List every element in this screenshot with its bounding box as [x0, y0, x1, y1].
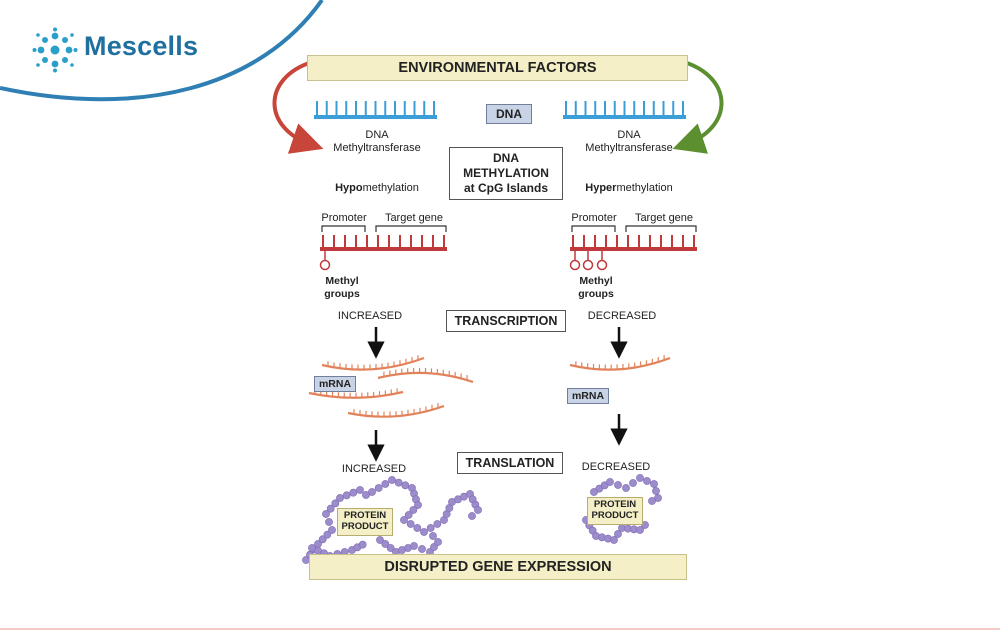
right-target-gene-label: Target gene [634, 212, 694, 224]
methylation-line-1: DNA [493, 151, 519, 165]
left-promoter-bracket [321, 225, 366, 232]
left-promoter-label: Promoter [321, 212, 367, 224]
left-target-gene-label: Target gene [384, 212, 444, 224]
right-promoter-bracket [571, 225, 616, 232]
left-methyl-group [319, 259, 331, 271]
right-target-bracket [625, 225, 697, 232]
left-transcription-level: INCREASED [337, 310, 403, 322]
right-methyl-group [569, 259, 581, 271]
dna-label: DNA [486, 104, 532, 124]
protein-chain [582, 516, 649, 544]
header-swoosh [0, 0, 324, 102]
molecule-logo-icon [32, 27, 78, 73]
mrna-strand [377, 367, 474, 384]
left-methyl-line-2: groups [324, 287, 360, 300]
right-gene-strand [570, 235, 697, 251]
environmental-factors-banner: ENVIRONMENTAL FACTORS [307, 55, 688, 81]
right-protein-line-2: PRODUCT [591, 509, 639, 521]
left-protein-line-2: PRODUCT [341, 520, 389, 532]
right-transcription-level: DECREASED [587, 310, 657, 322]
right-enzyme-label: DNA Methyltransferase [570, 129, 688, 155]
left-protein-line-1: PROTEIN [343, 510, 387, 521]
mrna-strand [321, 355, 425, 371]
protein-chain [590, 474, 662, 505]
left-methyl-groups-label: Methyl groups [320, 275, 364, 300]
right-methyl-line-1: Methyl [579, 275, 613, 287]
disrupted-gene-expression-banner: DISRUPTED GENE EXPRESSION [309, 554, 687, 580]
left-translation-level: INCREASED [341, 463, 407, 475]
left-enzyme-line-2: Methyltransferase [333, 142, 421, 155]
right-environment-arrow [672, 60, 724, 154]
methylation-line-2: METHYLATION [463, 166, 549, 180]
left-enzyme-label: DNA Methyltransferase [318, 129, 436, 155]
right-state-prefix: Hyper [585, 182, 617, 194]
footer-divider [0, 628, 1000, 630]
left-methyl-line-1: Methyl [325, 275, 359, 287]
mrna-strand [347, 403, 445, 418]
right-enzyme-line-2: Methyltransferase [585, 142, 673, 155]
right-protein-product-label: PROTEIN PRODUCT [587, 497, 643, 525]
left-gene-strand [320, 235, 447, 251]
left-protein-product-label: PROTEIN PRODUCT [337, 508, 393, 536]
right-state-suffix: methylation [616, 182, 673, 194]
translation-label: TRANSLATION [457, 452, 563, 474]
right-methyl-line-2: groups [578, 287, 614, 300]
right-translation-level: DECREASED [581, 461, 651, 473]
protein-chain [308, 540, 367, 560]
right-dna-strand [563, 101, 686, 119]
left-enzyme-line-1: DNA [365, 129, 389, 141]
protein-chain [376, 532, 442, 556]
right-mrna-label: mRNA [567, 388, 609, 404]
transcription-label: TRANSCRIPTION [446, 310, 566, 332]
right-methyl-group [596, 259, 608, 271]
methylation-line-3: at CpG Islands [463, 181, 549, 195]
left-state-suffix: methylation [362, 182, 419, 194]
right-methylation-state: Hypermethylation [570, 182, 688, 195]
left-dna-strand [314, 101, 437, 119]
right-enzyme-line-1: DNA [617, 129, 641, 141]
left-environment-arrow [272, 60, 324, 154]
right-protein-line-1: PROTEIN [593, 499, 637, 510]
right-promoter-label: Promoter [571, 212, 617, 224]
left-target-bracket [375, 225, 447, 232]
right-methyl-group [582, 259, 594, 271]
left-state-prefix: Hypo [335, 182, 363, 194]
mrna-strand [569, 355, 671, 371]
left-methylation-state: Hypomethylation [318, 182, 436, 195]
right-methyl-groups-label: Methyl groups [574, 275, 618, 300]
protein-chain [368, 476, 482, 536]
brand-name: Mescells [84, 31, 199, 61]
dna-methylation-box: DNA METHYLATION at CpG Islands [449, 147, 563, 200]
left-mrna-label: mRNA [314, 376, 356, 392]
